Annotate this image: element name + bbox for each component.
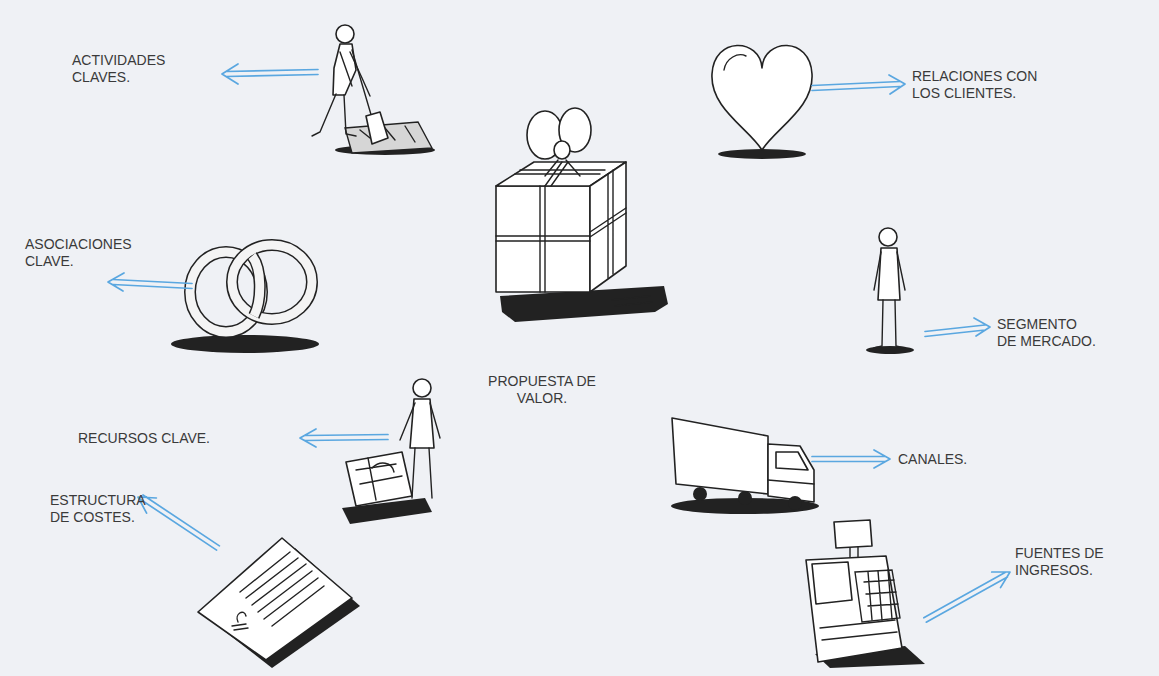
document-sketch	[198, 538, 360, 668]
component-label: RECURSOS CLAVE.	[78, 430, 238, 447]
truck-sketch	[671, 418, 819, 514]
truck-sketch	[738, 491, 752, 505]
resources-sketch	[412, 448, 432, 498]
gift-box-sketch	[554, 141, 570, 159]
leader-arrow	[812, 75, 905, 94]
customer-figure-sketch	[874, 252, 905, 290]
truck-sketch	[693, 487, 707, 501]
cash-register-sketch	[820, 620, 897, 640]
rings-sketch	[252, 256, 260, 316]
gift-box-sketch	[515, 162, 605, 186]
document-sketch	[240, 552, 324, 626]
gift-box-sketch	[496, 186, 590, 292]
worker-shovel-sketch	[336, 25, 354, 43]
cash-register-sketch	[806, 520, 925, 668]
customer-figure-sketch	[874, 300, 904, 348]
resources-sketch	[413, 379, 431, 397]
leader-arrow	[300, 429, 388, 447]
resources-sketch	[342, 379, 440, 524]
gift-box-sketch	[590, 162, 626, 292]
truck-sketch	[768, 444, 814, 502]
gift-box-sketch	[496, 186, 590, 292]
customer-figure-sketch	[878, 248, 900, 300]
cash-register-sketch	[864, 570, 898, 620]
cash-register-sketch	[855, 570, 900, 622]
component-label: SEGMENTO DE MERCADO.	[997, 316, 1098, 350]
gift-box-sketch	[496, 108, 668, 322]
leader-arrow	[812, 450, 890, 468]
customer-figure-sketch	[866, 228, 914, 354]
gift-box-sketch	[545, 160, 580, 176]
cash-register-sketch	[806, 556, 902, 662]
leader-arrow	[108, 64, 1010, 622]
cash-register-sketch	[834, 520, 872, 548]
rings-sketch	[252, 256, 260, 316]
truck-sketch	[672, 418, 768, 494]
worker-shovel-sketch	[350, 52, 370, 96]
resources-sketch	[346, 452, 412, 506]
resources-sketch	[400, 403, 440, 440]
cash-register-sketch	[812, 562, 852, 604]
rings-sketch	[232, 245, 312, 319]
leader-arrow	[925, 318, 990, 337]
customer-figure-sketch	[879, 228, 897, 246]
component-label: RELACIONES CON LOS CLIENTES.	[912, 68, 1047, 102]
resources-sketch	[372, 463, 394, 472]
truck-sketch	[776, 452, 808, 470]
heart-sketch	[724, 55, 746, 70]
component-label: ASOCIACIONES CLAVE.	[25, 236, 137, 270]
document-sketch	[232, 612, 248, 630]
worker-shovel-sketch	[312, 25, 435, 155]
leader-arrow	[138, 495, 219, 550]
customer-figure-sketch	[866, 346, 914, 354]
rings-sketch	[171, 335, 319, 353]
component-label: ESTRUCTURA DE COSTES.	[50, 492, 156, 526]
worker-shovel-sketch	[366, 112, 388, 144]
worker-shovel-sketch	[352, 50, 372, 118]
leader-arrow	[108, 273, 192, 291]
heart-sketch	[712, 45, 812, 150]
truck-sketch	[768, 480, 814, 484]
document-sketch	[198, 538, 352, 660]
gift-box-sketch	[612, 296, 652, 306]
truck-sketch	[788, 496, 802, 510]
worker-shovel-sketch	[340, 52, 352, 86]
component-label: FUENTES DE INGRESOS.	[1015, 545, 1111, 579]
heart-sketch	[712, 45, 812, 159]
resources-sketch	[356, 458, 402, 500]
gift-box-sketch	[590, 170, 626, 278]
component-label: PROPUESTA DE VALOR.	[482, 373, 602, 407]
component-label: ACTIVIDADES CLAVES.	[72, 52, 172, 86]
worker-shovel-sketch	[312, 94, 356, 136]
rings-sketch	[171, 245, 319, 353]
leader-arrow	[924, 572, 1010, 622]
component-label: CANALES.	[898, 451, 998, 468]
leader-arrow	[222, 64, 318, 84]
rings-sketch	[232, 245, 312, 319]
